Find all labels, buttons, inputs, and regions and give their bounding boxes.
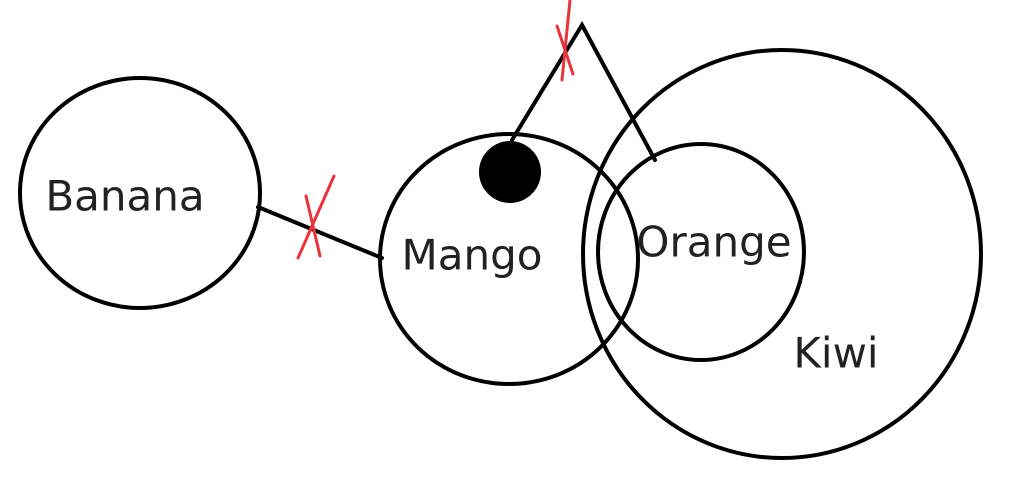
kiwi-ellipse [581,48,983,460]
banana-mango-connector [256,205,384,260]
banana-ellipse [18,76,262,310]
mango-label: Mango [402,231,543,280]
x-mark-icon [555,0,575,82]
orange-label: Orange [636,218,791,267]
mango-ellipse [378,132,640,386]
banana-label: Banana [45,172,204,221]
kiwi-label: Kiwi [793,329,878,378]
filled-circle-icon [479,141,541,203]
x-mark-icon [296,174,336,260]
mango-orange-connector [510,20,657,162]
orange-ellipse [596,142,806,362]
